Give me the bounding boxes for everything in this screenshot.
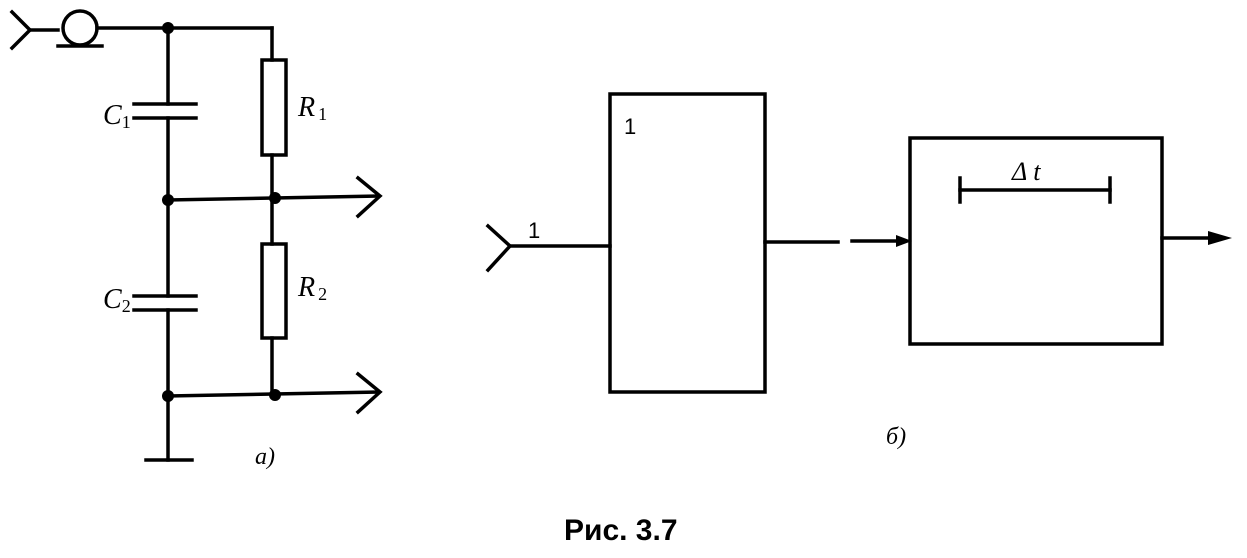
block-input-label: 1	[528, 218, 540, 243]
resistor-r2	[260, 242, 288, 340]
block-diagram-b: 1 1 Δ t б)	[485, 92, 1232, 450]
block-1-label: 1	[624, 114, 636, 139]
junction-dot	[162, 22, 174, 34]
panel-a-label: а)	[255, 444, 275, 470]
delay-input-arrow-icon	[896, 235, 912, 247]
resistor-r1	[260, 58, 288, 157]
figure-caption: Рис. 3.7	[564, 514, 678, 547]
junction-dot	[269, 192, 281, 204]
delay-block	[908, 136, 1164, 346]
panel-b-label: б)	[886, 424, 906, 450]
mid-output-arrow-icon	[355, 175, 383, 219]
block-input-connector-icon	[485, 223, 513, 273]
delay-label: Δ t	[1011, 157, 1041, 186]
delay-output-arrow-icon	[1208, 231, 1232, 245]
c2-label: C2	[103, 284, 131, 316]
junction-dot	[162, 194, 174, 206]
c1-label: C1	[103, 100, 131, 132]
input-connector-icon	[9, 9, 33, 51]
bottom-output-arrow-icon	[355, 371, 383, 415]
coax-connector-icon	[61, 9, 99, 47]
junction-dot	[269, 389, 281, 401]
junction-dot	[162, 390, 174, 402]
